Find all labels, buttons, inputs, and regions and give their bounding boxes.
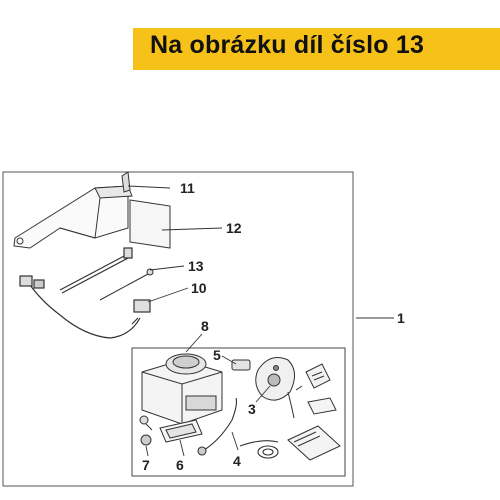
bracket-part-11 — [13, 171, 133, 249]
header-banner — [133, 28, 500, 70]
bolt-part-7 — [139, 415, 153, 446]
emblem — [305, 363, 331, 389]
callout-part-4: 4 — [233, 453, 241, 469]
manual-booklet — [287, 397, 341, 461]
antenna-wire — [287, 385, 303, 419]
callout-part-12: 12 — [226, 220, 242, 236]
callout-part-6: 6 — [176, 457, 184, 473]
callout-part-1: 1 — [397, 310, 405, 326]
cable-part-4 — [197, 397, 279, 459]
callout-part-7: 7 — [142, 457, 150, 473]
leader-lines — [127, 185, 394, 457]
cable-tie-small — [99, 268, 154, 301]
banner-title: Na obrázku díl číslo 13 — [150, 31, 425, 59]
kit-inner-frame — [131, 347, 346, 477]
diagram-outer-frame — [2, 171, 354, 487]
callout-part-8: 8 — [201, 318, 209, 334]
gasket-part-6 — [159, 419, 203, 443]
cable-tie-part-13 — [59, 247, 133, 294]
remote-part-3 — [255, 357, 295, 401]
callout-part-13: 13 — [188, 258, 204, 274]
alarm-unit — [141, 353, 223, 425]
callout-part-10: 10 — [191, 280, 207, 296]
wiring-harness-part-10 — [19, 275, 151, 339]
plate-part-12 — [129, 199, 171, 249]
callout-part-11: 11 — [180, 180, 195, 196]
callout-part-3: 3 — [248, 401, 256, 417]
tag-part-5 — [231, 359, 251, 371]
callout-part-5: 5 — [213, 347, 221, 363]
